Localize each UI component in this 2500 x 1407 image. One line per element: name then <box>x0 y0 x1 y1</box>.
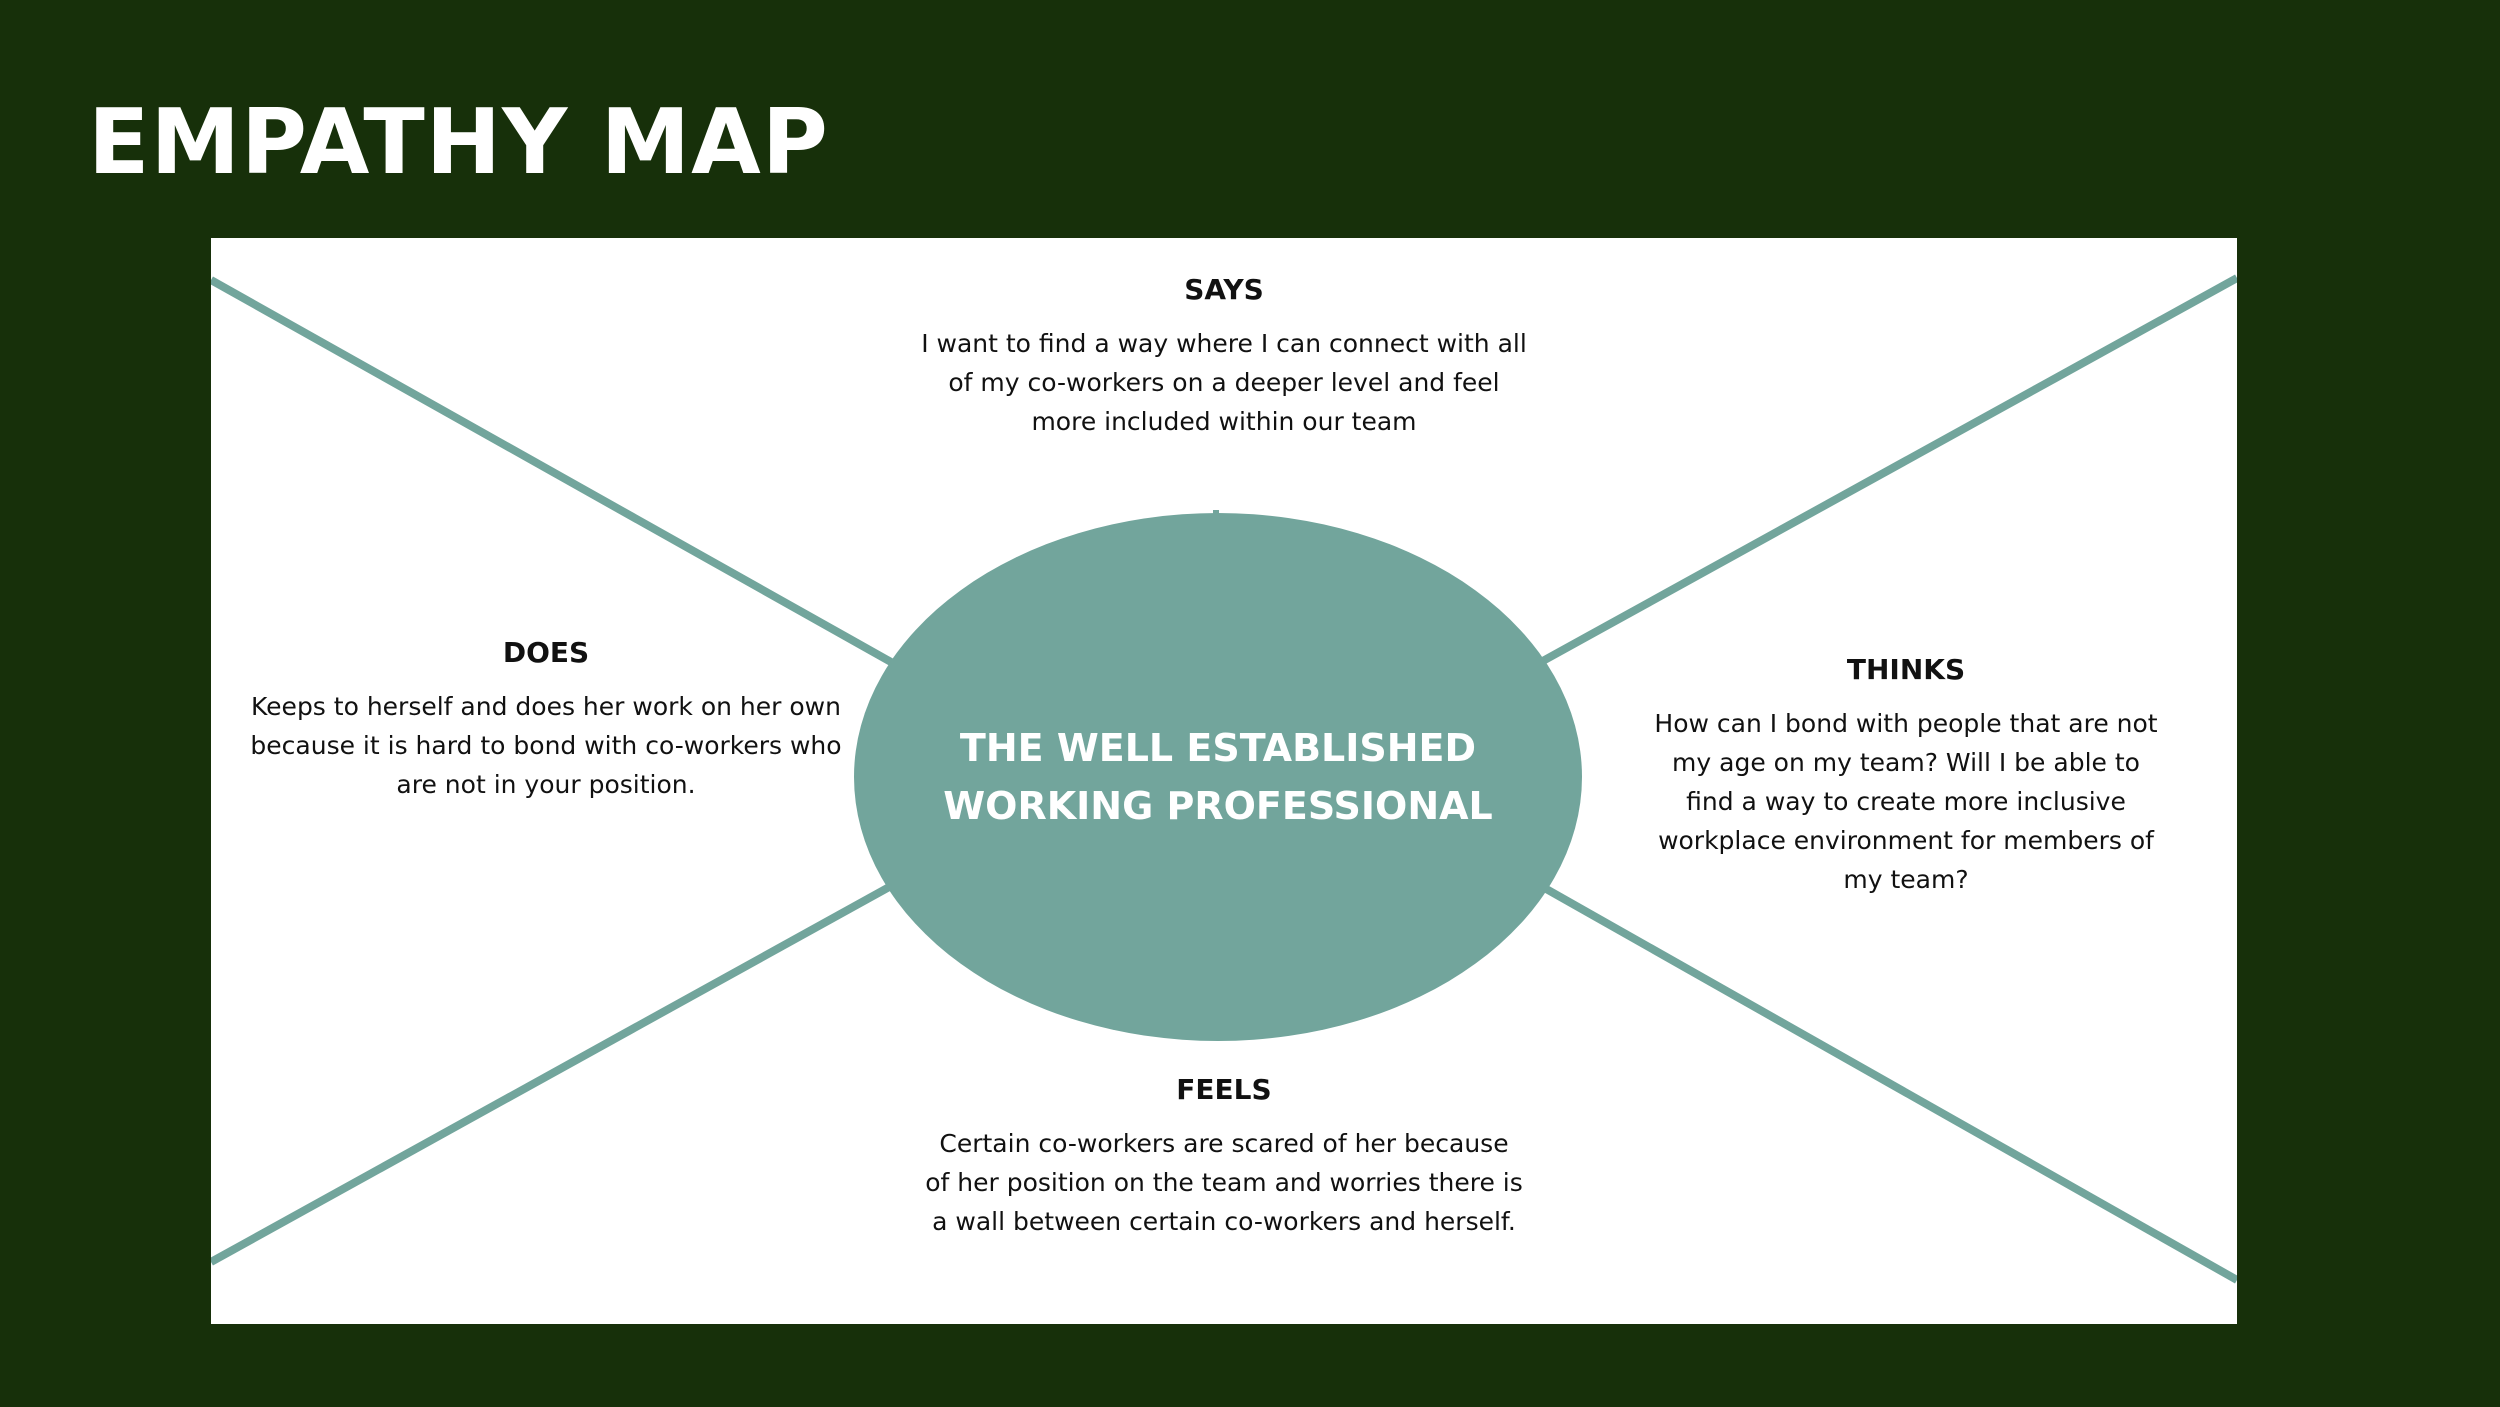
thinks-section: THINKS How can I bond with people that a… <box>1631 650 2181 899</box>
says-text-line: of my co-workers on a deeper level and f… <box>948 368 1500 397</box>
thinks-text-line: workplace environment for members of <box>1658 826 2154 855</box>
says-text-line: I want to find a way where I can connect… <box>921 329 1527 358</box>
page-title: EMPATHY MAP <box>88 90 829 195</box>
says-text: I want to find a way where I can connect… <box>899 324 1549 441</box>
feels-text-line: a wall between certain co-workers and he… <box>932 1207 1516 1236</box>
does-text-line: because it is hard to bond with co-worke… <box>250 731 842 760</box>
persona-label: THE WELL ESTABLISHED WORKING PROFESSIONA… <box>938 719 1498 835</box>
diagonal-divider-lines <box>211 274 2237 1284</box>
divider-line-top-right <box>1539 274 2237 666</box>
thinks-text: How can I bond with people that are not … <box>1631 704 2181 899</box>
does-text: Keeps to herself and does her work on he… <box>241 687 851 804</box>
thinks-text-line: my age on my team? Will I be able to <box>1672 748 2140 777</box>
feels-text-line: of her position on the team and worries … <box>925 1168 1523 1197</box>
divider-line-bottom-right <box>1539 882 2237 1284</box>
says-heading: SAYS <box>1184 273 1264 306</box>
empathy-map-panel: THE WELL ESTABLISHED WORKING PROFESSIONA… <box>211 238 2237 1324</box>
feels-heading: FEELS <box>1176 1073 1272 1106</box>
feels-text: Certain co-workers are scared of her bec… <box>899 1124 1549 1241</box>
does-section: DOES Keeps to herself and does her work … <box>241 633 851 804</box>
persona-label-line-1: THE WELL ESTABLISHED <box>959 726 1477 770</box>
does-heading: DOES <box>502 636 590 669</box>
thinks-text-line: How can I bond with people that are not <box>1654 709 2158 738</box>
divider-line-top-left <box>211 276 893 666</box>
thinks-text-line: find a way to create more inclusive <box>1686 787 2126 816</box>
does-text-line: are not in your position. <box>396 770 696 799</box>
thinks-text-line: my team? <box>1843 865 1969 894</box>
says-section: SAYS I want to find a way where I can co… <box>899 270 1549 441</box>
feels-text-line: Certain co-workers are scared of her bec… <box>939 1129 1509 1158</box>
says-text-line: more included within our team <box>1031 407 1417 436</box>
center-persona-ellipse: THE WELL ESTABLISHED WORKING PROFESSIONA… <box>854 513 1582 1041</box>
thinks-heading: THINKS <box>1846 653 1966 686</box>
does-text-line: Keeps to herself and does her work on he… <box>251 692 841 721</box>
persona-label-line-2: WORKING PROFESSIONAL <box>943 784 1493 828</box>
feels-section: FEELS Certain co-workers are scared of h… <box>899 1070 1549 1241</box>
divider-line-bottom-left <box>211 882 893 1266</box>
